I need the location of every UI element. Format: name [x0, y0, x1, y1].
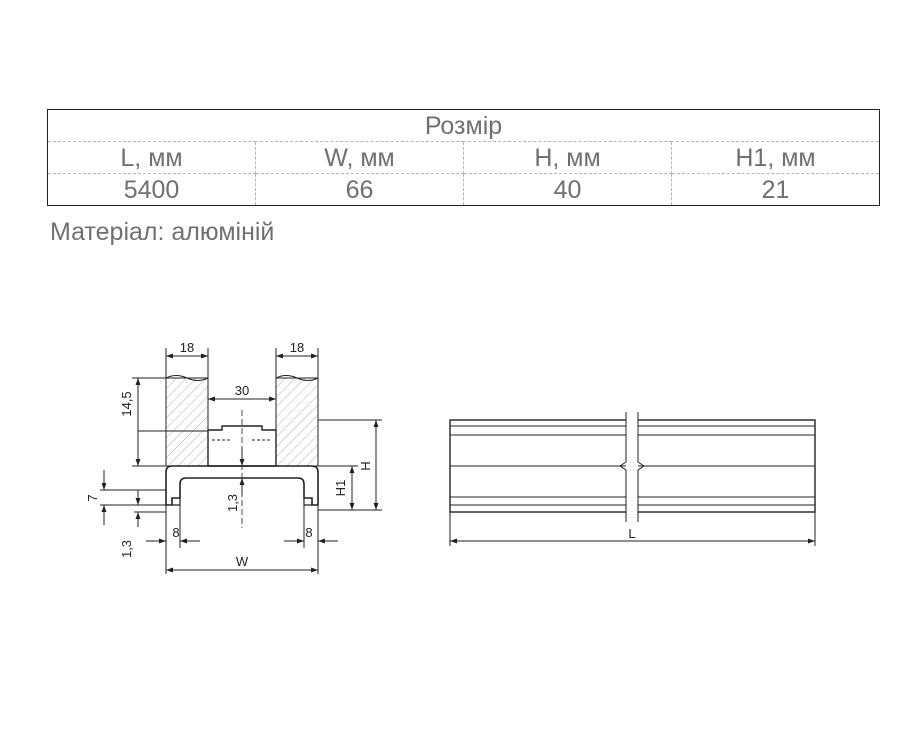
material-caption: Матеріал: алюміній — [50, 218, 275, 246]
dim-label-18-right: 18 — [290, 340, 304, 355]
cross-section-labels: 18 18 30 14,5 7 1,3 1,3 8 8 W H1 H — [85, 340, 373, 569]
dim-label-8-right: 8 — [305, 525, 312, 540]
dim-label-l: L — [628, 526, 635, 541]
dim-label-18-left: 18 — [180, 340, 194, 355]
break-line-right — [637, 412, 645, 522]
dim-label-8-left: 8 — [172, 525, 179, 540]
value-h1: 21 — [671, 173, 880, 206]
dim-label-h: H — [358, 461, 373, 470]
right-wall-section — [275, 377, 319, 467]
dim-label-7: 7 — [85, 494, 100, 501]
size-table: Розмір L, мм W, мм H, мм H1, мм 5400 66 … — [47, 109, 880, 206]
cross-section-view — [100, 348, 382, 574]
break-line-left — [619, 412, 627, 522]
column-header-l: L, мм — [47, 141, 256, 174]
value-h: 40 — [463, 173, 672, 206]
dim-label-h1: H1 — [333, 480, 348, 497]
value-w: 66 — [255, 173, 464, 206]
dim-label-w: W — [236, 554, 249, 569]
dim-label-30: 30 — [235, 383, 249, 398]
dim-label-1-3-left: 1,3 — [119, 540, 134, 558]
dim-label-1-3-center: 1,3 — [225, 494, 240, 512]
table-header: Розмір — [47, 109, 880, 142]
dim-label-14-5: 14,5 — [119, 391, 134, 416]
column-header-w: W, мм — [255, 141, 464, 174]
left-wall-section — [165, 377, 209, 467]
side-view — [449, 412, 816, 546]
value-l: 5400 — [47, 173, 256, 206]
